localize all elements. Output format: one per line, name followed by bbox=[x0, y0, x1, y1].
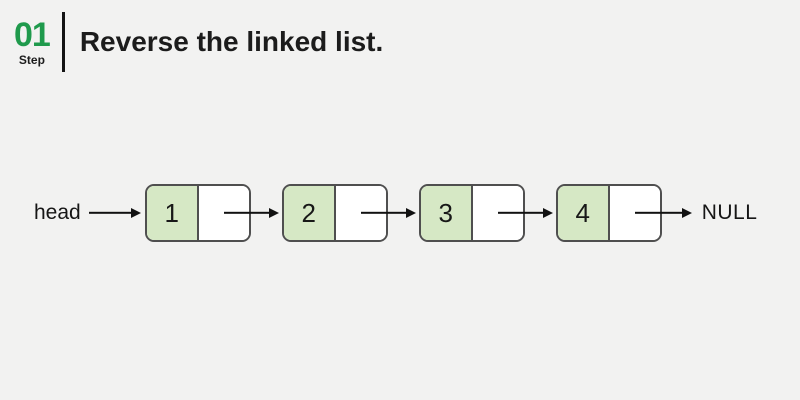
node-value-cell: 4 bbox=[557, 186, 610, 240]
node-value-cell: 1 bbox=[146, 186, 199, 240]
linked-list-diagram: head 1 2 3 4 NULL bbox=[0, 184, 800, 242]
null-terminator-label: NULL bbox=[701, 201, 758, 224]
list-node-2: 2 bbox=[281, 184, 388, 242]
arrow-node4-to-null bbox=[635, 206, 692, 220]
step-number: 01 bbox=[14, 15, 51, 54]
page-title: Reverse the linked list. bbox=[79, 26, 384, 57]
arrow-node1-to-node2 bbox=[224, 206, 279, 220]
step-header: 01 Step Reverse the linked list. bbox=[14, 12, 383, 72]
header-divider bbox=[61, 12, 65, 72]
node-value-cell: 2 bbox=[283, 186, 336, 240]
arrow-head-to-node1 bbox=[89, 206, 141, 220]
step-label: Step bbox=[18, 52, 45, 67]
arrow-node3-to-node4 bbox=[498, 206, 553, 220]
head-pointer-label: head bbox=[34, 201, 81, 224]
node-value-cell: 3 bbox=[420, 186, 473, 240]
arrow-node2-to-node3 bbox=[361, 206, 416, 220]
step-badge: 01 Step bbox=[14, 15, 51, 67]
